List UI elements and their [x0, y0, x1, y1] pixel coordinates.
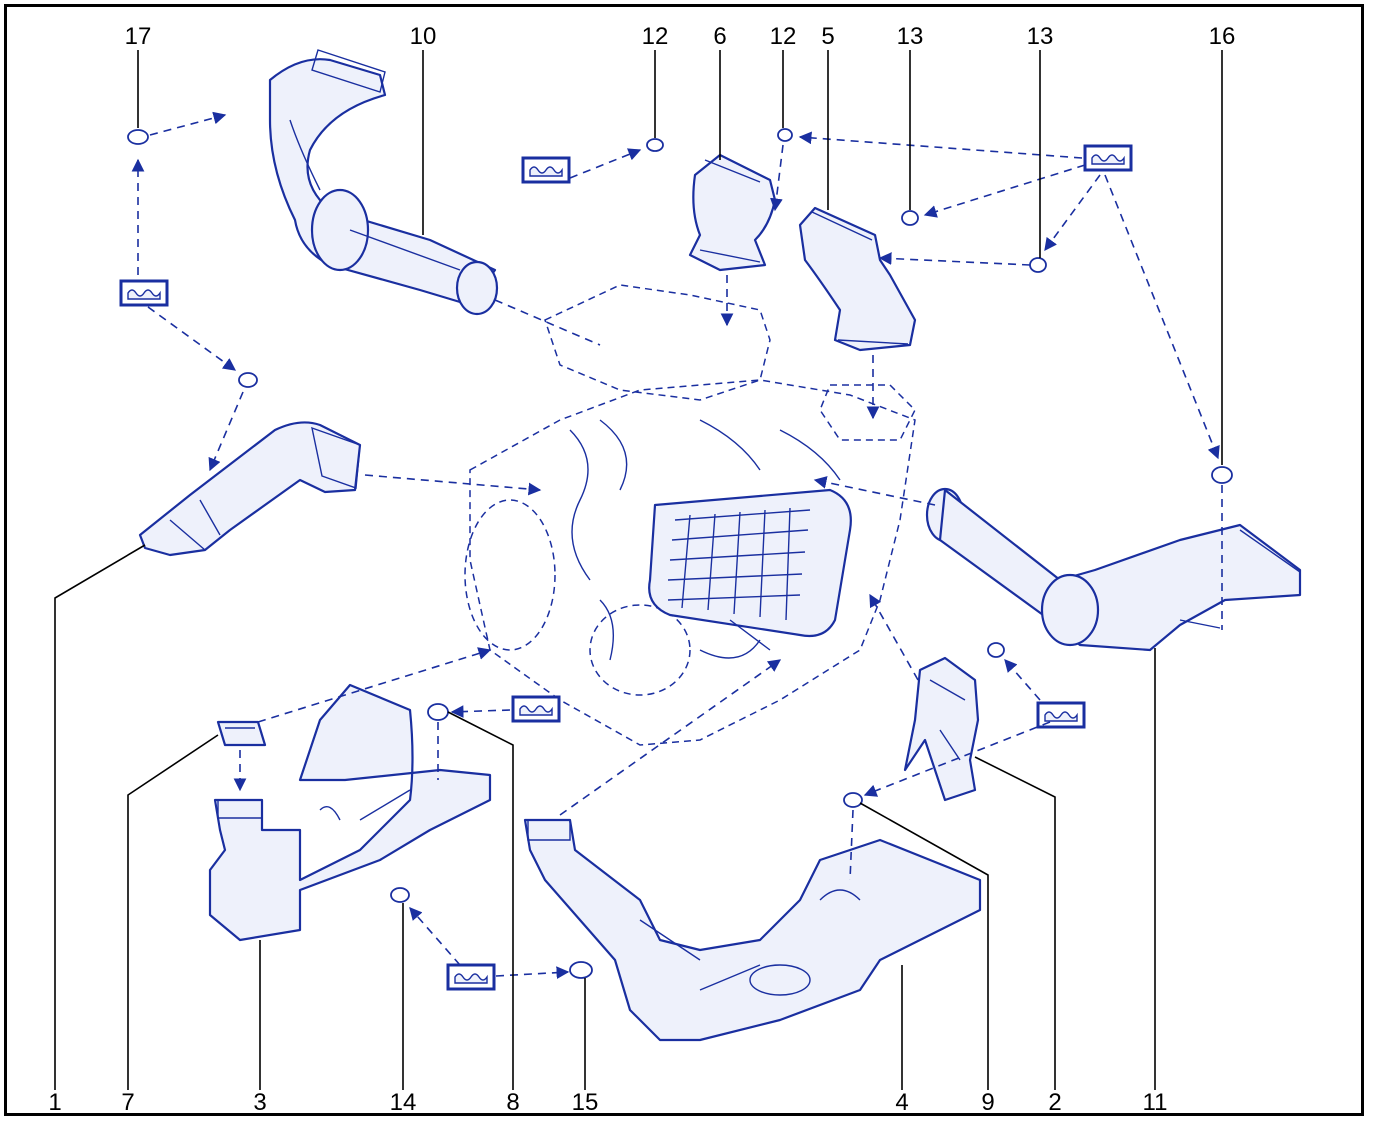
callout-17: 17: [125, 23, 152, 50]
callout-3: 3: [253, 1089, 266, 1116]
part-5-right-outlet: [798, 206, 917, 352]
part-2-right-small-duct: [903, 656, 980, 802]
callout-12-left: 12: [642, 23, 669, 50]
part-6-center-outlet: [688, 153, 777, 272]
callout-7: 7: [121, 1089, 134, 1116]
callout-4: 4: [895, 1089, 908, 1116]
part-3-lower-left-duct: [208, 683, 492, 942]
callout-1: 1: [48, 1089, 61, 1116]
assembly-arrows: [131, 111, 1223, 980]
leader-lines: [54, 50, 1223, 1090]
callout-labels: 17 10 12 6 12 5 13 13 16 1 7 3 14 8 15 4…: [48, 23, 1235, 1116]
callout-6: 6: [713, 23, 726, 50]
callout-13-right: 13: [1027, 23, 1054, 50]
callout-11: 11: [1143, 1089, 1168, 1116]
hvac-unit: [464, 284, 916, 746]
part-11-right-duct: [925, 487, 1302, 652]
callout-9: 9: [981, 1089, 994, 1116]
part-1-left-duct: [138, 421, 362, 557]
callout-10: 10: [410, 23, 437, 50]
callout-14: 14: [390, 1089, 417, 1116]
callout-13-left: 13: [897, 23, 924, 50]
clips: [127, 128, 1233, 979]
callout-16: 16: [1209, 23, 1236, 50]
part-4-lower-rear-duct: [523, 818, 982, 1042]
callout-15: 15: [572, 1089, 599, 1116]
evaporator-grid: [648, 488, 852, 638]
callout-8: 8: [506, 1089, 519, 1116]
part-7-cap: [216, 720, 267, 747]
part-10-upper-left-duct: [268, 49, 499, 316]
callout-2: 2: [1048, 1089, 1061, 1116]
callout-12-right: 12: [770, 23, 797, 50]
callout-5: 5: [821, 23, 834, 50]
